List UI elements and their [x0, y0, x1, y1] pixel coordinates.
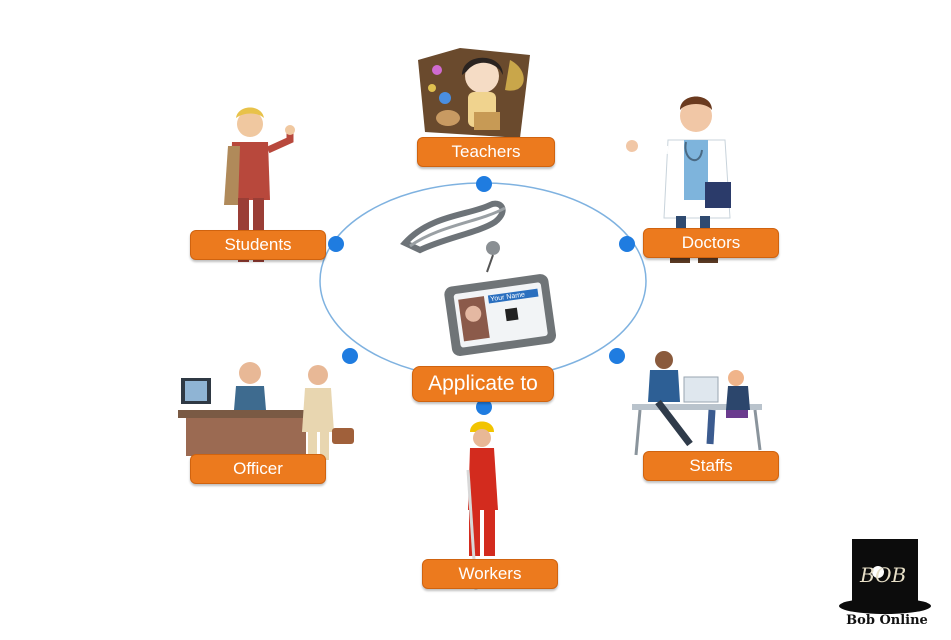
node-right	[619, 236, 635, 252]
staff-illustration	[632, 351, 762, 455]
staffs-label: Staffs	[643, 451, 779, 481]
node-top	[476, 176, 492, 192]
node-lower-left	[342, 348, 358, 364]
workers-label: Workers	[422, 559, 558, 589]
node-lower-right	[609, 348, 625, 364]
students-label: Students	[190, 230, 326, 260]
doctors-label: Doctors	[643, 228, 779, 258]
id-badge-illustration: Your Name	[405, 204, 557, 357]
center-label: Applicate to	[412, 366, 554, 402]
logo-text: Bob Online	[838, 613, 936, 628]
logo-monogram: BOB	[860, 563, 906, 587]
officer-label: Officer	[190, 454, 326, 484]
officer-illustration	[178, 362, 354, 460]
teacher-illustration	[418, 48, 530, 138]
node-left	[328, 236, 344, 252]
teachers-label: Teachers	[417, 137, 555, 167]
